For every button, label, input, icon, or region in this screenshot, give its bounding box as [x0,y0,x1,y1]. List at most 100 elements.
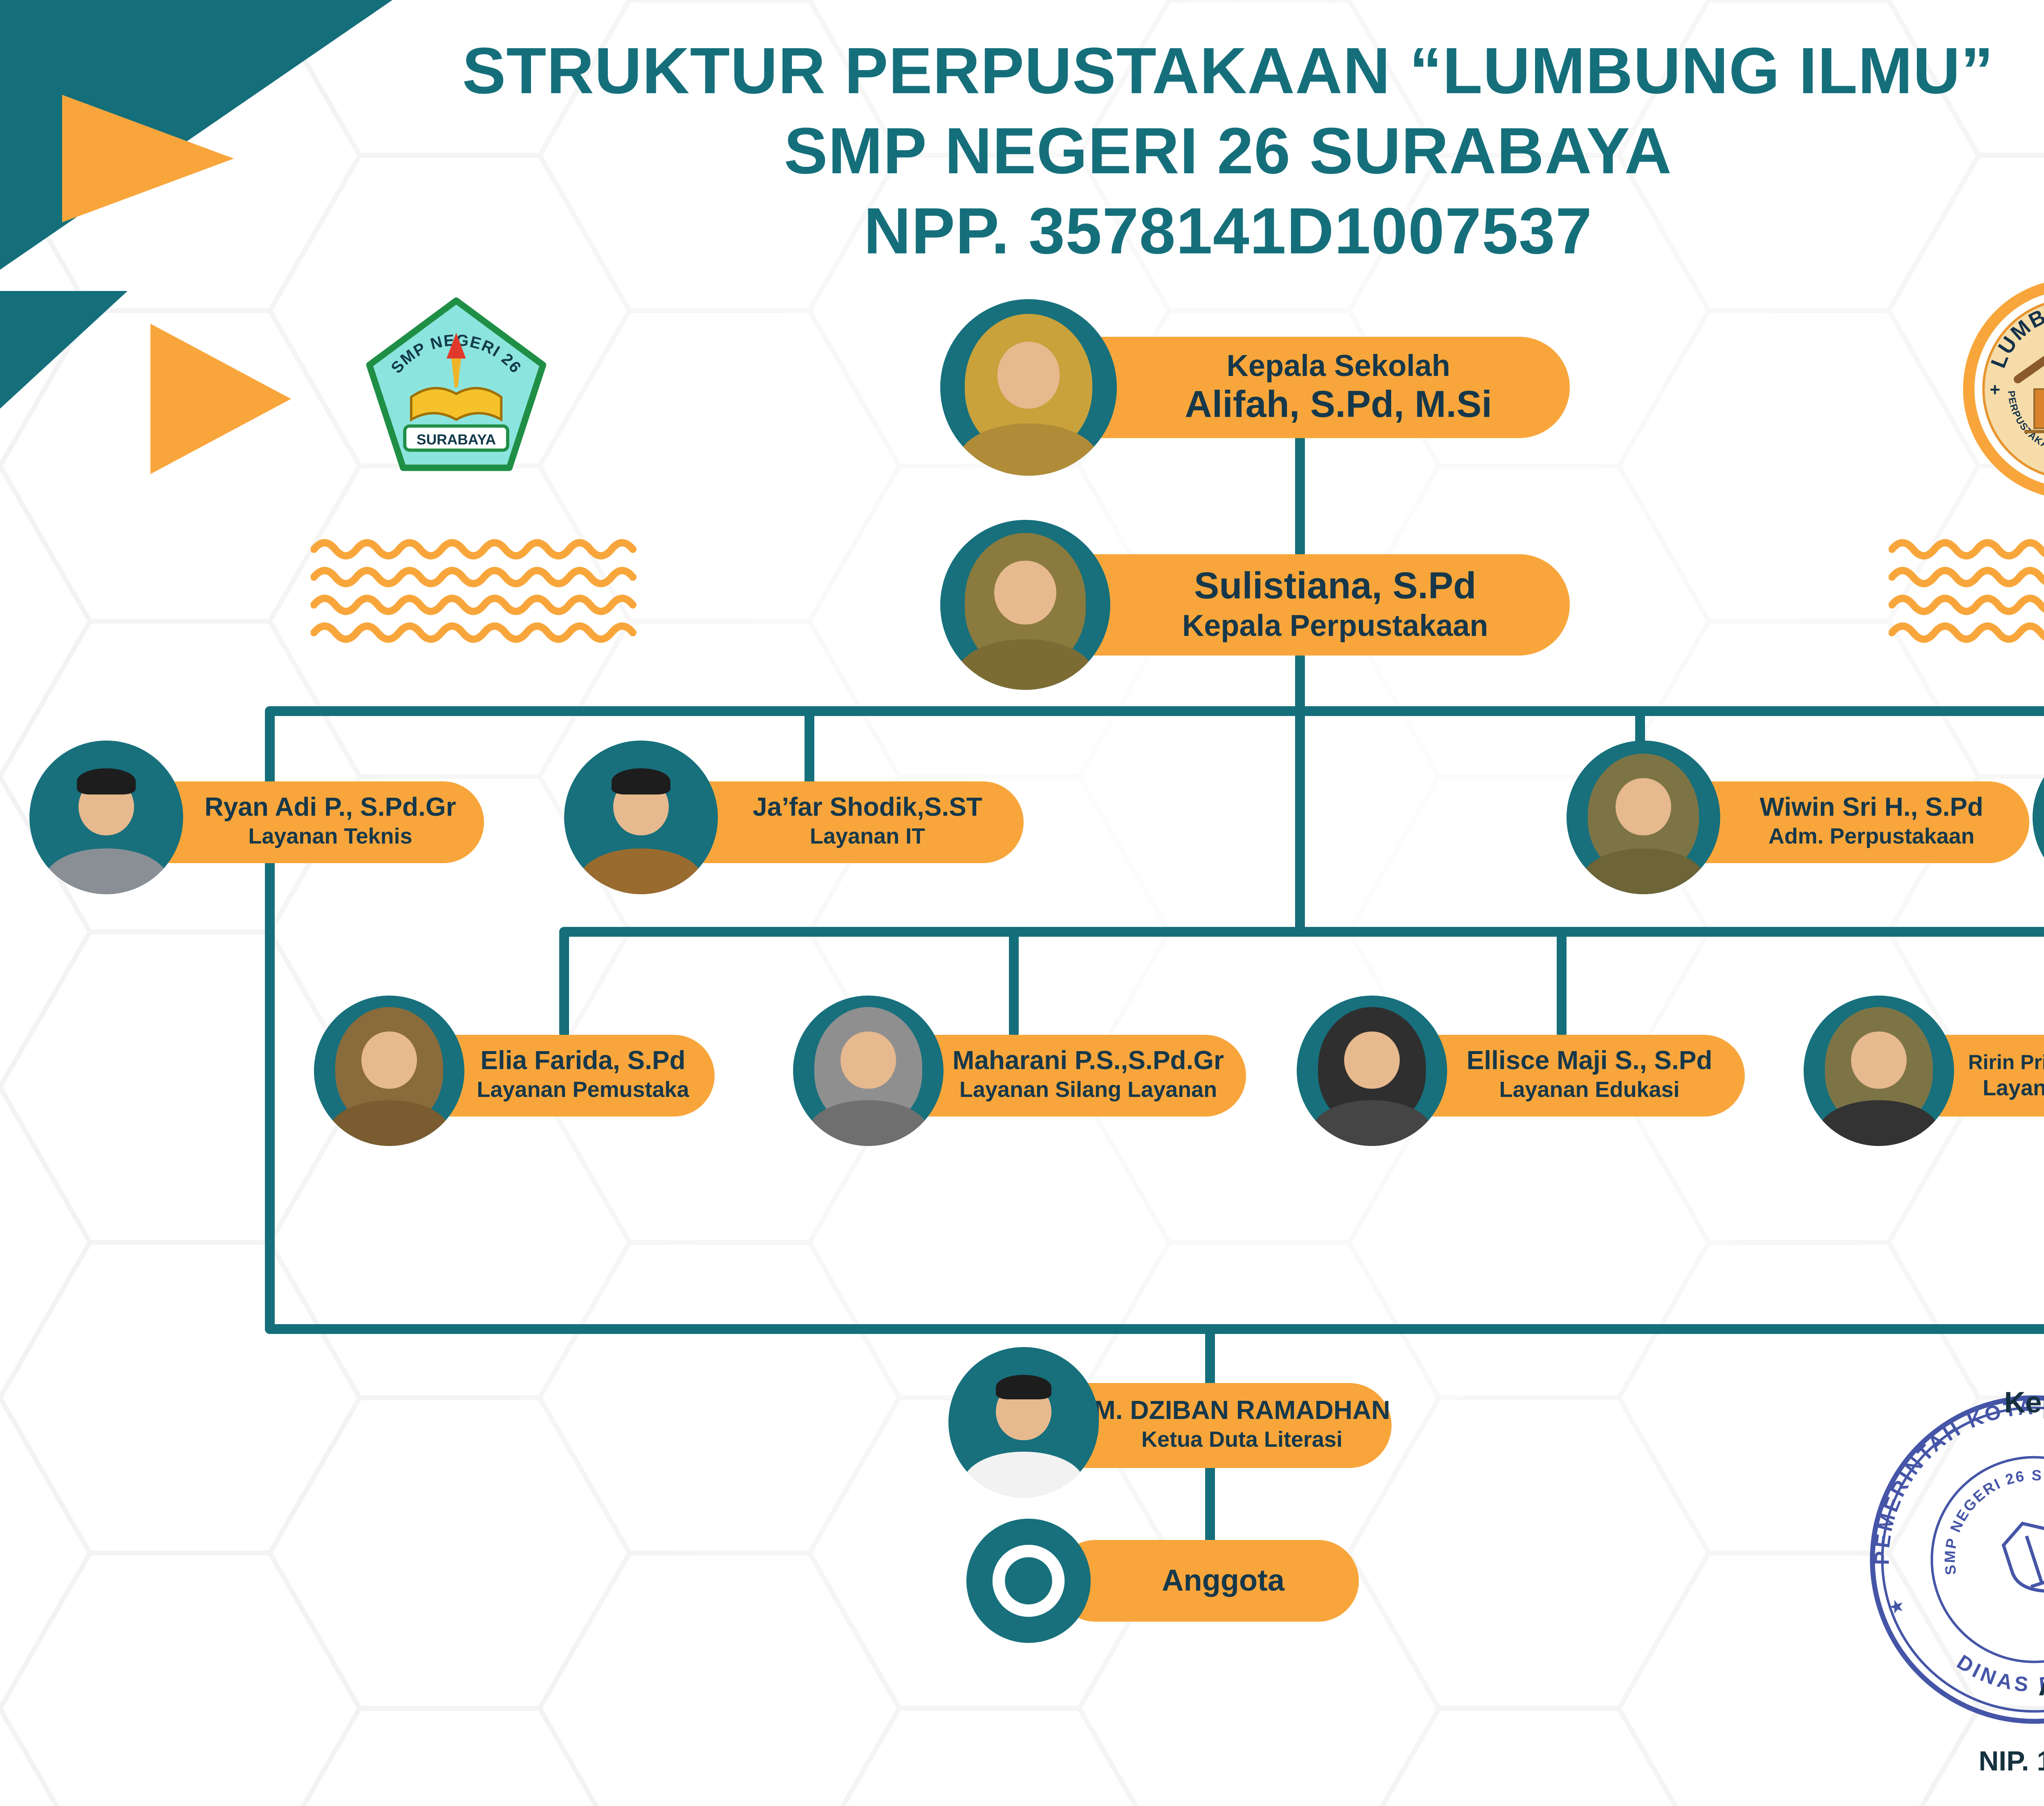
org-node-duta-literasi: M. DZIBAN RAMADHAN Ketua Duta Literasi [948,1344,1392,1501]
person-role: Kepala Perpustakaan [1182,608,1488,643]
title-line-2: SMP NEGERI 26 SURABAYA [784,116,1672,188]
face [995,560,1056,625]
person-role: Adm. Perpustakaan [1768,824,1975,849]
approval-heading-line2: Kepala SMP Negeri 26 [2004,1385,2044,1418]
approval-signer: Alifah, S.Pd, M.Si Pembina Tk. I NIP. 19… [1930,1667,2044,1780]
org-node-wiwin: Wiwin Sri H., S.Pd Adm. Perpustakaan [1567,736,2029,906]
person-name: Ja’far Shodik,S.ST [753,794,982,822]
person-role: Layanan Konten Lokal [1982,1075,2044,1100]
person-role: Layanan IT [809,824,926,849]
person-name: Ryan Adi P., S.Pd.Gr [204,794,456,822]
person-photo [948,1347,1099,1497]
shoulders [963,1452,1084,1497]
connector-bus-bottom [265,1324,2044,1334]
person-name: Elia Farida, S.Pd [480,1047,686,1075]
person-role: Kepala Sekolah [1226,349,1450,383]
name-pill: Elia Farida, S.Pd Layanan Pemustaka [412,1035,715,1117]
title-line-1: STRUKTUR PERPUSTAKAAN “LUMBUNG ILMU” [462,36,1994,108]
shoulders [579,848,703,894]
name-pill: Ryan Adi P., S.Pd.Gr Layanan Teknis [131,781,484,863]
signer-nip: NIP. 19660207 198901 2 001 [1979,1746,2044,1777]
signer-name: Alifah, S.Pd, M.Si [1930,1667,2044,1706]
hair [77,768,136,794]
wave-decoration-left [311,539,637,643]
name-pill: Maharani P.S.,S.Pd.Gr Layanan Silang Lay… [891,1035,1246,1117]
shoulders [45,848,168,894]
anggota-circle-icon [966,1519,1091,1643]
name-pill: Wiwin Sri H., S.Pd Adm. Perpustakaan [1668,781,2029,863]
person-photo [1297,996,1447,1146]
org-node-khoirur: A.Khoirur Rozaq, S.Pd Koordinator GLS [2033,736,2044,906]
person-name: Maharani P.S.,S.Pd.Gr [953,1047,1224,1075]
face [1616,777,1671,836]
shoulders [1311,1101,1432,1146]
roof-icon [2014,356,2044,383]
poster-title: STRUKTUR PERPUSTAKAAN “LUMBUNG ILMU” SMP… [427,33,2029,272]
person-name: Ririn Prihartiningtyas, S.Pd [1968,1050,2044,1074]
name-pill: Anggota [1055,1540,1359,1622]
org-node-jafar: Ja’far Shodik,S.ST Layanan IT [564,736,1024,906]
approval-heading: Mengetahui, Kepala SMP Negeri 26 [1930,1347,2044,1421]
stamp-inner-text: SMP NEGERI 26 SURABAYA [1918,1443,2044,1579]
connector-ks-to-kapus [1295,432,1305,562]
shoulders [1818,1101,1939,1146]
connector-kapus-down [1295,652,1305,937]
svg-text:★: ★ [1886,1595,1907,1619]
name-pill: M. DZIBAN RAMADHAN Ketua Duta Literasi [1043,1383,1392,1468]
person-photo [1804,996,1954,1146]
org-node-ellisce: Ellisce Maji S., S.Pd Layanan Edukasi [1297,991,1745,1154]
connector-bus-row2 [559,927,2044,937]
face [1851,1032,1906,1089]
shoulders [329,1101,450,1146]
connector-drop-duta [1205,1324,1215,1390]
face [362,1032,417,1089]
face [841,1032,896,1089]
shoulders [808,1101,929,1146]
stamp-emblem-shield [2001,1522,2044,1593]
torch-handle [451,358,461,387]
face [997,341,1060,409]
org-node-anggota: Anggota [966,1517,1359,1645]
face [1345,1032,1399,1089]
person-role: Layanan Edukasi [1499,1078,1680,1103]
org-node-kepala-perpustakaan: Sulistiana, S.Pd Kepala Perpustakaan [940,520,1570,696]
person-photo [1567,741,1720,894]
torch-flame [446,333,466,359]
org-node-elia: Elia Farida, S.Pd Layanan Pemustaka [314,991,715,1154]
person-role: Layanan Teknis [248,824,412,849]
person-name: Ellisce Maji S., S.Pd [1466,1047,1712,1075]
person-photo [2033,741,2044,894]
org-node-kepala-sekolah: Kepala Sekolah Alifah, S.Pd, M.Si [940,298,1570,477]
person-photo [793,996,944,1146]
official-stamp: PEMERINTAH KOTA SURABAYA DINAS PENDIDIKA… [1833,1354,2044,1733]
person-role: Layanan Pemustaka [477,1078,689,1103]
anggota-label: Anggota [1161,1563,1284,1598]
school-logo: SMP NEGERI 26 SURABAYA [366,297,547,471]
connector-drop-jafar [805,706,814,788]
signer-rank: Pembina Tk. I [1930,1706,2044,1744]
connector-bus-row1 [265,706,2044,716]
person-name: M. DZIBAN RAMADHAN [1094,1397,1390,1425]
person-role: Layanan Silang Layanan [959,1078,1217,1103]
person-photo [29,741,183,894]
svg-text:+: + [1990,380,2000,400]
name-pill: Sulistiana, S.Pd Kepala Perpustakaan [1025,554,1570,656]
person-name: Sulistiana, S.Pd [1194,564,1477,607]
connector-drop-ellisce [1557,927,1567,1038]
connector-drop-elia [559,927,569,1038]
person-name: Alifah, S.Pd, M.Si [1185,382,1492,425]
svg-text:SMP NEGERI 26 SURABAYA: SMP NEGERI 26 SURABAYA [1918,1443,2044,1579]
person-role: Ketua Duta Literasi [1141,1428,1343,1452]
name-pill: Kepala Sekolah Alifah, S.Pd, M.Si [1029,337,1570,438]
name-pill: Ja’far Shodik,S.ST Layanan IT [666,781,1024,863]
hair [995,1374,1052,1400]
connector-drop-maharani [1009,927,1019,1038]
approval-heading-line1: Mengetahui, [1930,1347,2044,1384]
school-logo-city: SURABAYA [417,432,496,448]
name-pill: Ellisce Maji S., S.Pd Layanan Edukasi [1395,1035,1745,1117]
person-photo [940,520,1110,690]
person-photo [564,741,718,894]
person-name: Wiwin Sri H., S.Pd [1759,794,1983,822]
